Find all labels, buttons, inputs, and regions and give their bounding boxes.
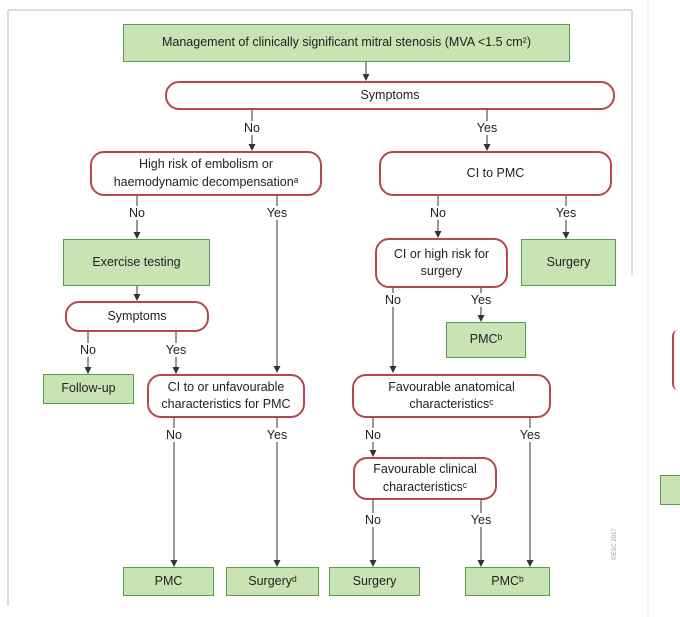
node-surgery-b3: Surgery [329, 567, 420, 596]
node-surgery-right-text: Surgery [546, 254, 591, 269]
node-fav-clinical: Favourable clinical characteristicsᶜ [353, 457, 497, 500]
label-yes: Yes [517, 428, 543, 442]
node-ci-unfavourable-text: CI to or unfavourable characteristics fo… [161, 379, 291, 412]
node-symptoms-2: Symptoms [65, 301, 209, 332]
offpage-red-box [672, 330, 680, 390]
node-ci-unfavourable: CI to or unfavourable characteristics fo… [147, 374, 305, 418]
node-pmc-b1: PMC [123, 567, 214, 596]
node-exercise-testing-text: Exercise testing [92, 254, 181, 269]
label-yes: Yes [474, 121, 500, 135]
node-surgery-b3-text: Surgery [352, 573, 397, 588]
node-ci-high-risk: CI or high risk for surgery [375, 238, 508, 288]
node-surgery-right: Surgery [521, 239, 616, 286]
label-yes: Yes [468, 513, 494, 527]
node-surgery-b2: Surgeryᵈ [226, 567, 319, 596]
offpage-green-box [660, 475, 680, 505]
node-symptoms-top: Symptoms [165, 81, 615, 110]
node-symptoms-2-text: Symptoms [107, 308, 167, 323]
node-high-risk: High risk of embolism or haemodynamic de… [90, 151, 322, 196]
node-fav-anatomical-text: Favourable anatomical characteristicsᶜ [388, 379, 515, 412]
node-follow-up: Follow-up [43, 374, 134, 404]
copyright-note: ©ESC 2017 [612, 528, 618, 560]
label-no: No [383, 293, 403, 307]
node-management-text: Management of clinically significant mit… [161, 35, 531, 50]
node-follow-up-text: Follow-up [61, 381, 116, 396]
node-ci-high-risk-text: CI or high risk for surgery [393, 246, 490, 279]
node-pmc-mid-text: PMCᵇ [469, 332, 503, 347]
label-yes: Yes [468, 293, 494, 307]
label-yes: Yes [163, 343, 189, 357]
node-symptoms-top-text: Symptoms [360, 87, 420, 102]
node-ci-to-pmc: CI to PMC [379, 151, 612, 196]
label-no: No [164, 428, 184, 442]
node-pmc-b1-text: PMC [154, 573, 183, 588]
label-no: No [242, 121, 262, 135]
label-yes: Yes [264, 206, 290, 220]
label-no: No [127, 206, 147, 220]
label-yes: Yes [553, 206, 579, 220]
node-management: Management of clinically significant mit… [123, 24, 570, 62]
node-pmc-b4: PMCᵇ [465, 567, 550, 596]
node-high-risk-text: High risk of embolism or haemodynamic de… [113, 157, 299, 189]
node-ci-to-pmc-text: CI to PMC [466, 165, 525, 180]
label-no: No [78, 343, 98, 357]
node-pmc-mid: PMCᵇ [446, 322, 526, 358]
node-fav-clinical-text: Favourable clinical characteristicsᶜ [373, 462, 477, 494]
node-exercise-testing: Exercise testing [63, 239, 210, 286]
label-no: No [363, 428, 383, 442]
label-no: No [363, 513, 383, 527]
node-fav-anatomical: Favourable anatomical characteristicsᶜ [352, 374, 551, 418]
label-no: No [428, 206, 448, 220]
label-yes: Yes [264, 428, 290, 442]
node-pmc-b4-text: PMCᵇ [491, 573, 524, 588]
node-surgery-b2-text: Surgeryᵈ [248, 573, 297, 588]
